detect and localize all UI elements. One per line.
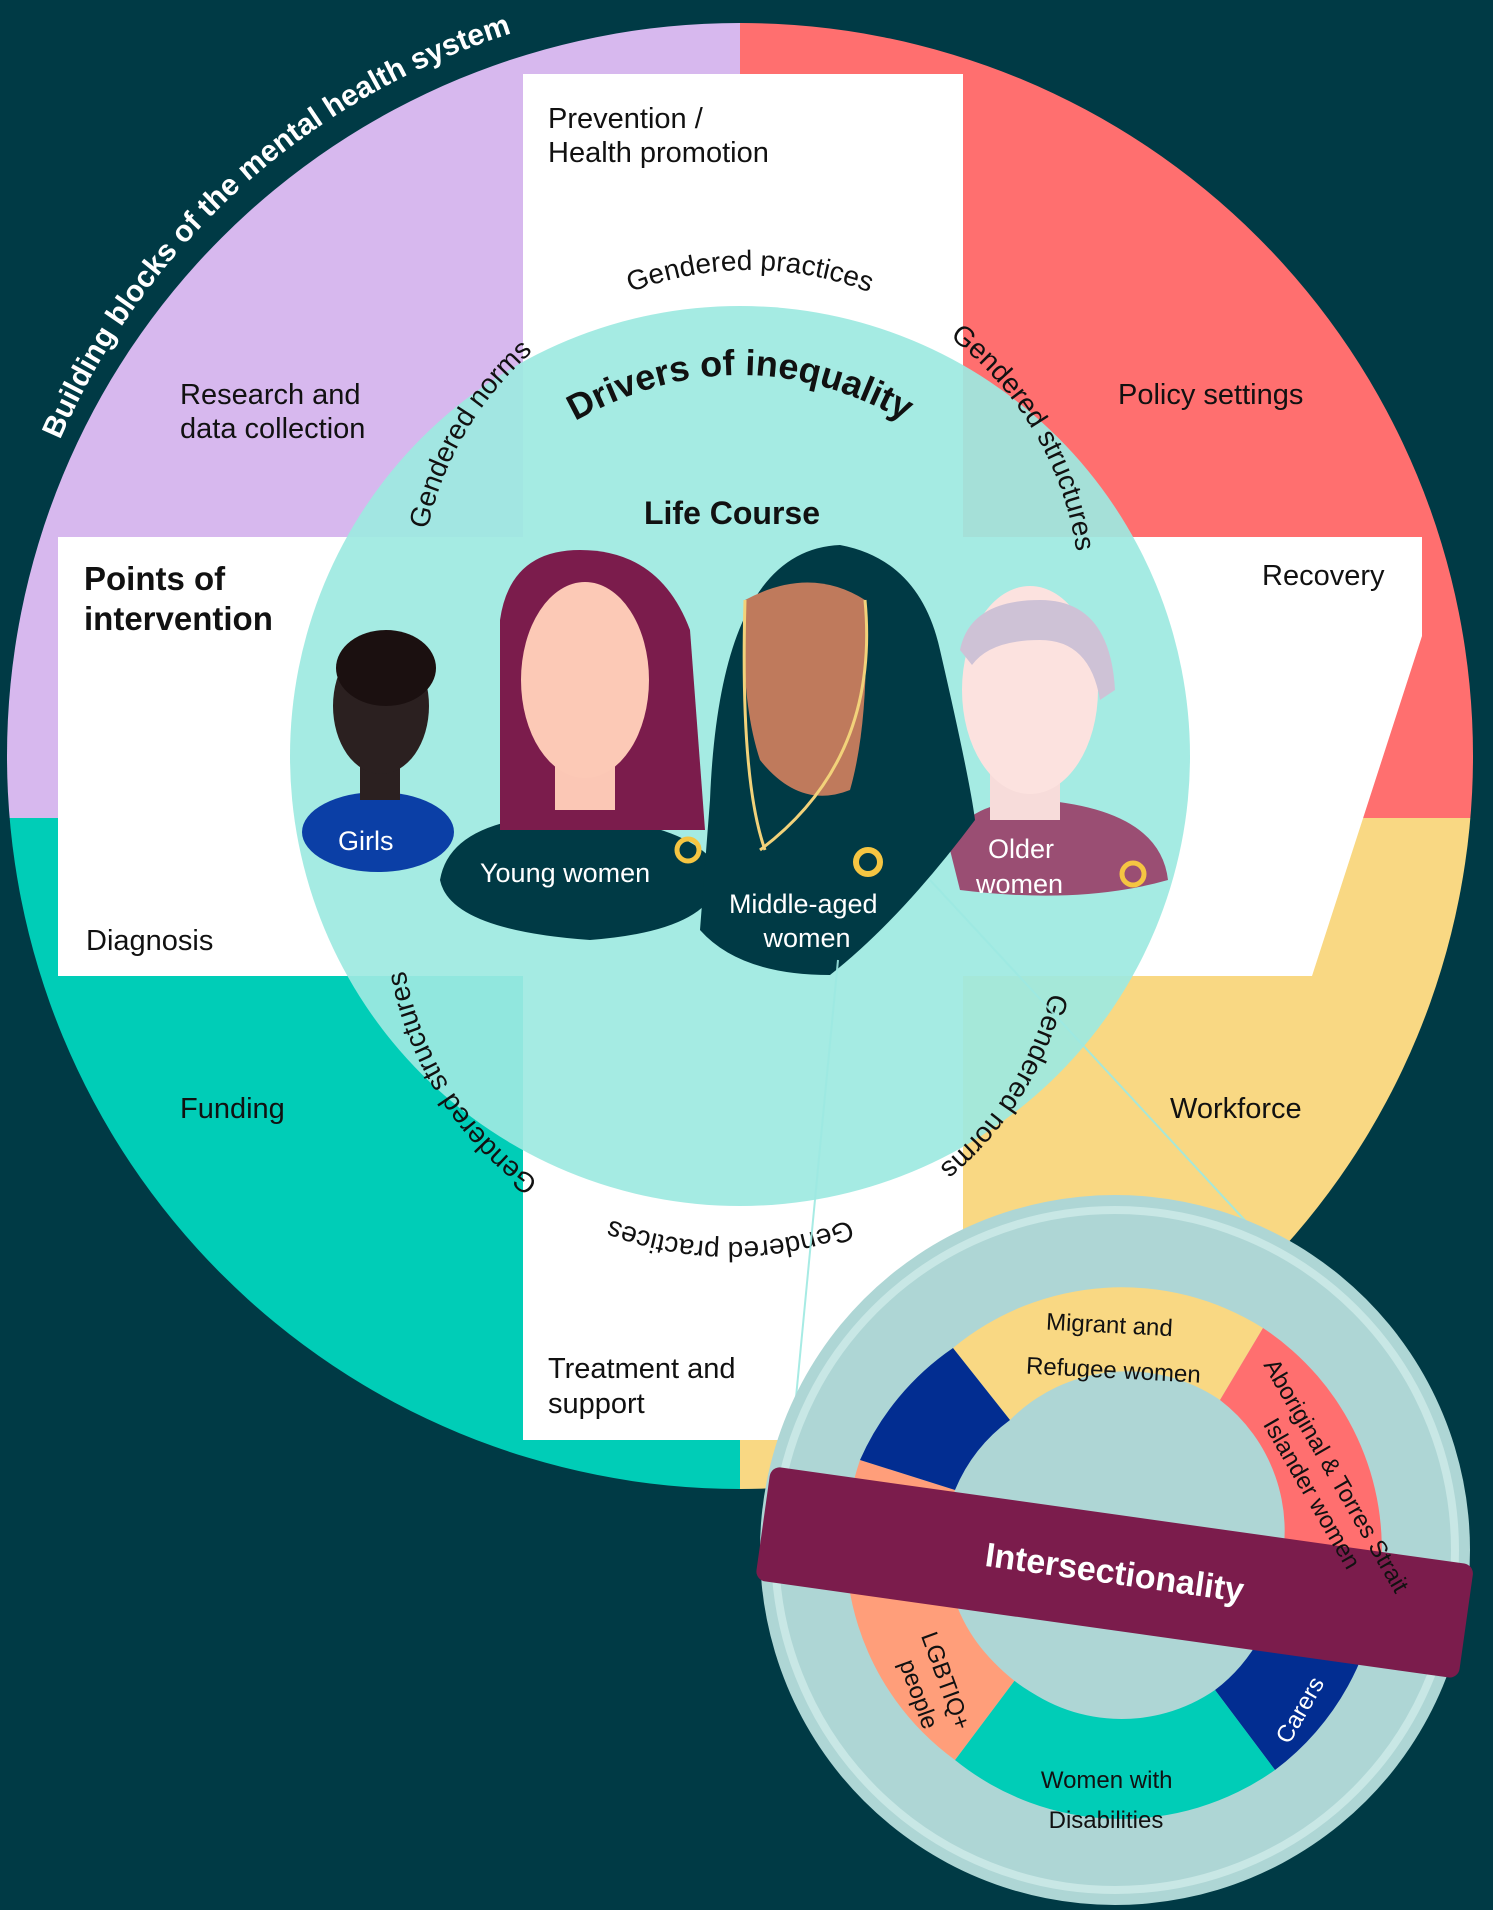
points-of-intervention-title: Points of intervention <box>84 560 273 637</box>
label-disabilities: Women with Disabilities <box>1041 1767 1179 1834</box>
label-recovery: Recovery <box>1262 560 1385 592</box>
label-young: Young women <box>480 858 650 888</box>
segment-migrant <box>953 1287 1263 1420</box>
label-prevention: Prevention / Health promotion <box>548 103 769 169</box>
label-funding: Funding <box>180 1093 285 1125</box>
label-workforce: Workforce <box>1170 1093 1302 1125</box>
person-older: Older women <box>950 586 1168 899</box>
segment-blank <box>860 1348 1010 1490</box>
life-course-title: Life Course <box>644 495 820 531</box>
label-diagnosis: Diagnosis <box>86 925 213 957</box>
badge-icon <box>674 836 702 864</box>
badge-icon <box>1119 860 1147 888</box>
segment-disabilities <box>955 1680 1275 1819</box>
label-middle: Middle-aged women <box>729 889 885 953</box>
segment-aboriginal <box>1220 1328 1382 1580</box>
badge-icon <box>853 847 883 877</box>
label-older: Older women <box>975 834 1063 899</box>
person-girls: Girls <box>302 630 454 872</box>
person-young: Young women <box>440 550 720 940</box>
intersectionality-band: Intersectionality <box>756 1467 1473 1678</box>
label-policy: Policy settings <box>1118 379 1303 411</box>
label-research: Research and data collection <box>180 379 369 445</box>
label-treatment: Treatment and support <box>548 1353 744 1420</box>
person-middle: Middle-aged women <box>700 545 975 975</box>
label-girls: Girls <box>338 826 394 856</box>
